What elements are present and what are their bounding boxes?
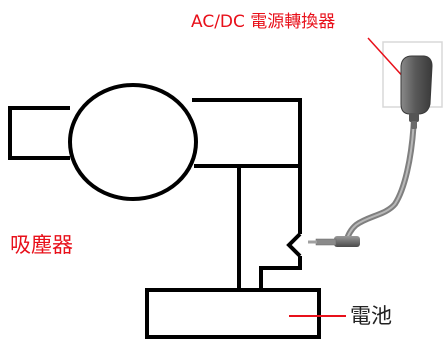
vacuum-body-top (192, 98, 302, 168)
power-cable (343, 115, 417, 244)
power-adapter-icon (400, 55, 433, 129)
vacuum-cleaner (8, 83, 321, 339)
vacuum-motor-housing (68, 83, 198, 201)
adapter-leader-line (367, 37, 407, 81)
battery-pack (145, 288, 321, 339)
battery-label: 電池 (350, 304, 392, 328)
vacuum-nozzle (8, 106, 70, 160)
charging-port (286, 232, 302, 258)
vacuum-handle (237, 166, 302, 288)
barrel-plug-icon (308, 236, 360, 247)
adapter-label: AC/DC 電源轉換器 (191, 12, 336, 32)
vacuum-label: 吸塵器 (10, 233, 73, 257)
